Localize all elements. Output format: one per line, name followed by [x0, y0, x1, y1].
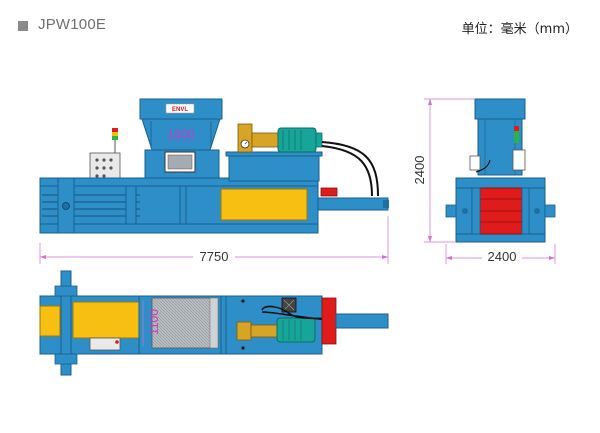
red-block: [320, 187, 338, 197]
title-bullet: [18, 21, 28, 31]
side-view: 2400 2400: [412, 98, 556, 264]
top-motor: [276, 317, 316, 343]
signal-light-green: [112, 136, 118, 140]
top-view: 1100: [39, 270, 389, 376]
feed-opening-dimension: 1600: [168, 127, 195, 141]
signal-light-red: [112, 128, 118, 132]
height-dimension: 2400: [412, 156, 427, 185]
top-red-head: [321, 297, 337, 345]
brand-logo: [165, 103, 195, 114]
top-yellow-chamber: [72, 301, 140, 339]
screen-display: [167, 154, 193, 170]
chamber-width-dimension: 1100: [147, 309, 161, 335]
header: JPW100E 单位：毫米（mm）: [0, 0, 600, 44]
brand-logo-text: ENVL: [172, 107, 188, 113]
length-dimension: 7750: [200, 249, 229, 264]
front-view: ENVL 1600: [39, 98, 389, 264]
yellow-ram: [220, 188, 308, 221]
power-pack-base: [228, 154, 320, 182]
feed-screen: [151, 297, 219, 349]
width-dimension: 2400: [488, 249, 517, 264]
unit-label: 单位：毫米（mm）: [461, 22, 578, 37]
signal-light-yellow: [112, 132, 118, 136]
hydraulic-pump: [251, 132, 279, 148]
electric-motor: [277, 127, 317, 153]
model-name: JPW100E: [38, 16, 107, 33]
bottom-rail: [39, 223, 319, 234]
main-cylinder: [317, 197, 389, 211]
top-cylinder: [335, 313, 389, 329]
